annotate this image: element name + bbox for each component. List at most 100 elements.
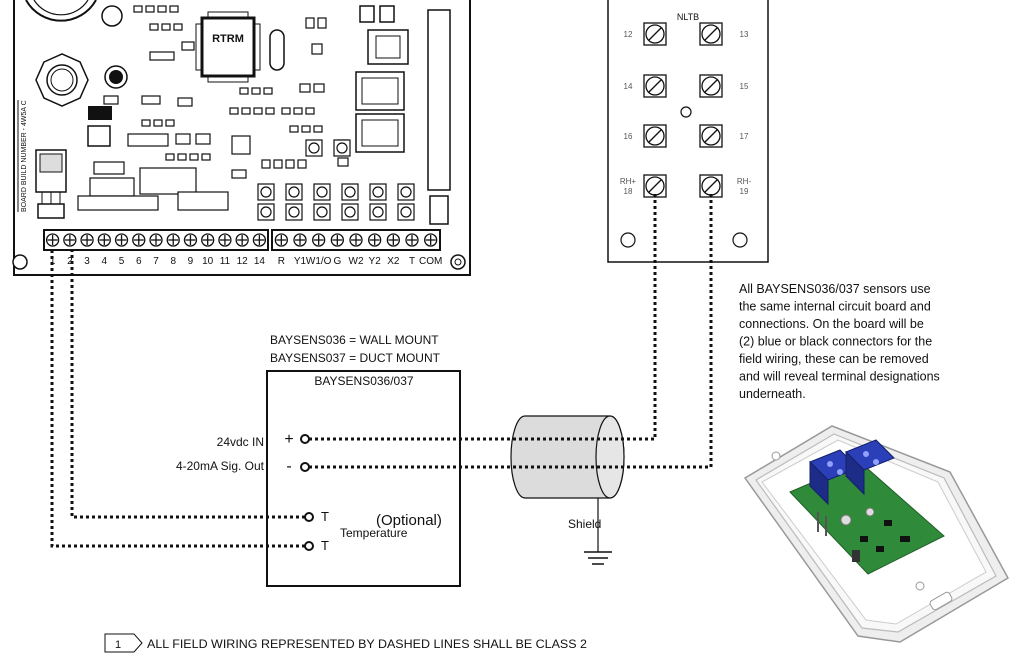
terminal-screw <box>201 233 215 247</box>
nltb-screw <box>643 124 667 148</box>
nltb-terminal-label: 17 <box>740 132 749 141</box>
footnote-number: 1 <box>115 639 121 651</box>
terminal-screw <box>166 233 180 247</box>
t1-terminal <box>304 512 314 522</box>
board-build-label: BOARD BUILD NUMBER - 4W5A C <box>21 100 28 212</box>
terminal-screw <box>349 233 363 247</box>
wall-mount-label: BAYSENS036 = WALL MOUNT <box>270 333 439 347</box>
note-line: field wiring, these can be removed <box>739 352 929 366</box>
terminal-label: 5 <box>119 256 125 267</box>
footnote-marker <box>104 633 143 653</box>
nltb-center-hole <box>680 106 692 118</box>
minus-terminal-label: - <box>286 458 291 475</box>
terminal-screw <box>80 233 94 247</box>
rtrm-chip-label: RTRM <box>212 33 244 45</box>
terminal-label: COM <box>419 256 442 267</box>
field-wiring <box>50 192 713 548</box>
nltb-terminal-label: 12 <box>624 30 633 39</box>
terminal-label: 11 <box>220 256 231 267</box>
terminal-screw <box>293 233 307 247</box>
note-line: and will reveal terminal designations <box>739 370 940 384</box>
relays <box>355 71 405 153</box>
terminal-screw <box>386 233 400 247</box>
note-line: (2) blue or black connectors for the <box>739 335 932 349</box>
shield-label: Shield <box>568 517 601 531</box>
terminal-screw <box>274 233 288 247</box>
terminal-screw <box>368 233 382 247</box>
terminal-label: W2 <box>349 256 364 267</box>
input-24v-label: 24vdc IN <box>217 435 264 449</box>
terminal-screw <box>330 233 344 247</box>
buzzer-component <box>35 53 89 107</box>
mounting-hole <box>12 254 28 270</box>
nltb-row: 12 13 <box>624 22 749 46</box>
terminal-label: W1/O <box>306 256 332 267</box>
terminal-label: 1 <box>50 256 56 267</box>
nltb-screw <box>699 124 723 148</box>
terminal-label: R <box>278 256 285 267</box>
terminal-label: 12 <box>237 256 249 267</box>
plus-terminal <box>300 434 310 444</box>
nltb-terminal-label: 18 <box>624 187 633 196</box>
terminal-label: 10 <box>202 256 214 267</box>
terminal-screw <box>45 233 60 247</box>
terminal-label: Y1 <box>294 256 307 267</box>
terminal-screw <box>132 233 146 247</box>
nltb-row: 14 15 <box>624 74 749 98</box>
terminal-label: 2 <box>67 256 73 267</box>
terminal-label: 7 <box>153 256 159 267</box>
terminal-label: 8 <box>170 256 176 267</box>
blue-connectors <box>809 439 895 506</box>
nltb-terminal-label: 14 <box>624 82 633 91</box>
wire-minus <box>309 192 713 469</box>
terminal-screw <box>405 233 419 247</box>
sensor-box: BAYSENS036 = WALL MOUNT BAYSENS037 = DUC… <box>176 333 461 587</box>
capacitor <box>25 0 97 22</box>
sensor-photo <box>743 425 1010 643</box>
mounting-hole <box>450 254 466 270</box>
ground-icon <box>584 540 612 565</box>
terminal-label: 4 <box>102 256 108 267</box>
signal-out-label: 4-20mA Sig. Out <box>176 459 265 473</box>
duct-mount-label: BAYSENS037 = DUCT MOUNT <box>270 351 441 365</box>
footnote: 1 ALL FIELD WIRING REPRESENTED BY DASHED… <box>104 633 587 653</box>
minus-terminal <box>300 462 310 472</box>
terminal-screw <box>252 233 267 247</box>
optional-label: (Optional) <box>376 512 442 529</box>
terminal-label: T <box>409 256 415 267</box>
note-line: the same internal circuit board and <box>739 300 931 314</box>
mounting-hole <box>620 232 636 248</box>
nltb-screw <box>643 174 667 198</box>
t2-label: T <box>321 538 329 553</box>
nltb-terminal-label: RH+ <box>620 177 637 186</box>
sensor-box-title: BAYSENS036/037 <box>314 374 414 388</box>
terminal-label: Y2 <box>369 256 382 267</box>
temperature-label: Temperature <box>340 526 408 540</box>
terminal-screw <box>114 233 129 247</box>
terminal-label: X2 <box>387 256 400 267</box>
note-line: underneath. <box>739 387 806 401</box>
terminal-label: G <box>333 256 341 267</box>
nltb-terminal-label: 15 <box>740 82 749 91</box>
terminal-label: 14 <box>254 256 266 267</box>
terminal-screw <box>218 233 232 247</box>
terminal-screw <box>149 233 163 247</box>
nltb-terminal-label: 13 <box>740 30 749 39</box>
voltage-regulator <box>35 149 67 219</box>
nltb-terminal-label: 19 <box>740 187 749 196</box>
terminal-label: 6 <box>136 256 142 267</box>
terminal-screw <box>424 233 438 247</box>
rtrm-processor: RTRM <box>195 11 261 83</box>
terminal-screw <box>235 233 249 247</box>
mounting-hole <box>732 232 748 248</box>
right-terminal-strip <box>271 229 441 251</box>
note-line: connections. On the board will be <box>739 317 924 331</box>
wire-t2 <box>50 248 305 548</box>
note-line: All BAYSENS036/037 sensors use <box>739 282 931 296</box>
terminal-screw <box>63 233 77 247</box>
